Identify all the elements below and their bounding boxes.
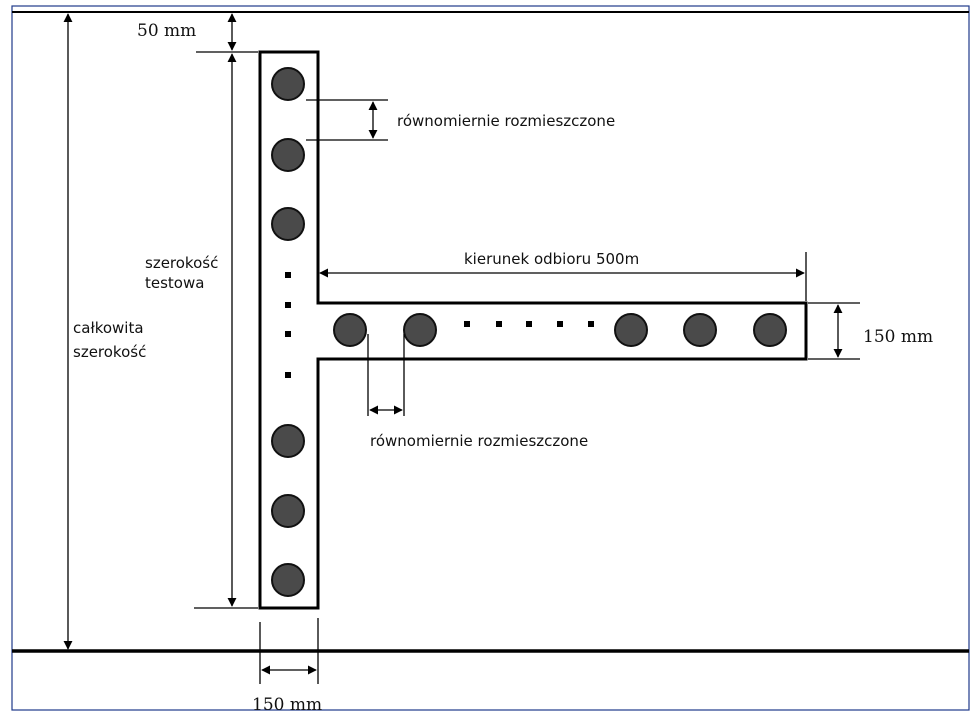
dot [496, 321, 502, 327]
top-margin-label: 50 mm [137, 21, 196, 41]
outer-frame [11, 5, 970, 711]
test-width-label-line1: szerokość [145, 254, 218, 272]
circle [271, 138, 305, 172]
total-width-label-line2: szerokość [73, 343, 146, 361]
vertical-spacing-dimension [306, 99, 388, 141]
dot [588, 321, 594, 327]
circle [333, 313, 367, 347]
dot [285, 331, 291, 337]
circle [271, 207, 305, 241]
direction-dimension [319, 252, 807, 301]
circle [753, 313, 787, 347]
horizontal-circles [333, 313, 787, 347]
direction-label: kierunek odbioru 500m [464, 250, 639, 268]
test-width-dimension [194, 53, 258, 609]
top-margin-dimension [196, 13, 258, 53]
dot [464, 321, 470, 327]
vertical-circles [271, 67, 305, 597]
test-width-label-line2: testowa [145, 274, 204, 292]
stem-width-dimension [259, 618, 319, 684]
arm-width-dimension [808, 302, 860, 360]
circle [271, 67, 305, 101]
circle [403, 313, 437, 347]
dot [285, 372, 291, 378]
dot [285, 302, 291, 308]
horizontal-spacing-dimension [367, 334, 405, 416]
circle [271, 563, 305, 597]
circle [614, 313, 648, 347]
dot [285, 272, 291, 278]
stem-width-label: 150 mm [252, 695, 322, 715]
t-shape-outline [258, 50, 808, 610]
dot [526, 321, 532, 327]
circle [271, 494, 305, 528]
total-width-label-line1: całkowita [73, 319, 144, 337]
vertical-ellipsis-dots [285, 272, 291, 378]
circle [683, 313, 717, 347]
vertical-spacing-label: równomiernie rozmieszczone [397, 112, 615, 130]
arm-width-label: 150 mm [863, 327, 933, 347]
circle [271, 424, 305, 458]
horizontal-spacing-label: równomiernie rozmieszczone [370, 432, 588, 450]
horizontal-ellipsis-dots [464, 321, 594, 327]
dot [557, 321, 563, 327]
